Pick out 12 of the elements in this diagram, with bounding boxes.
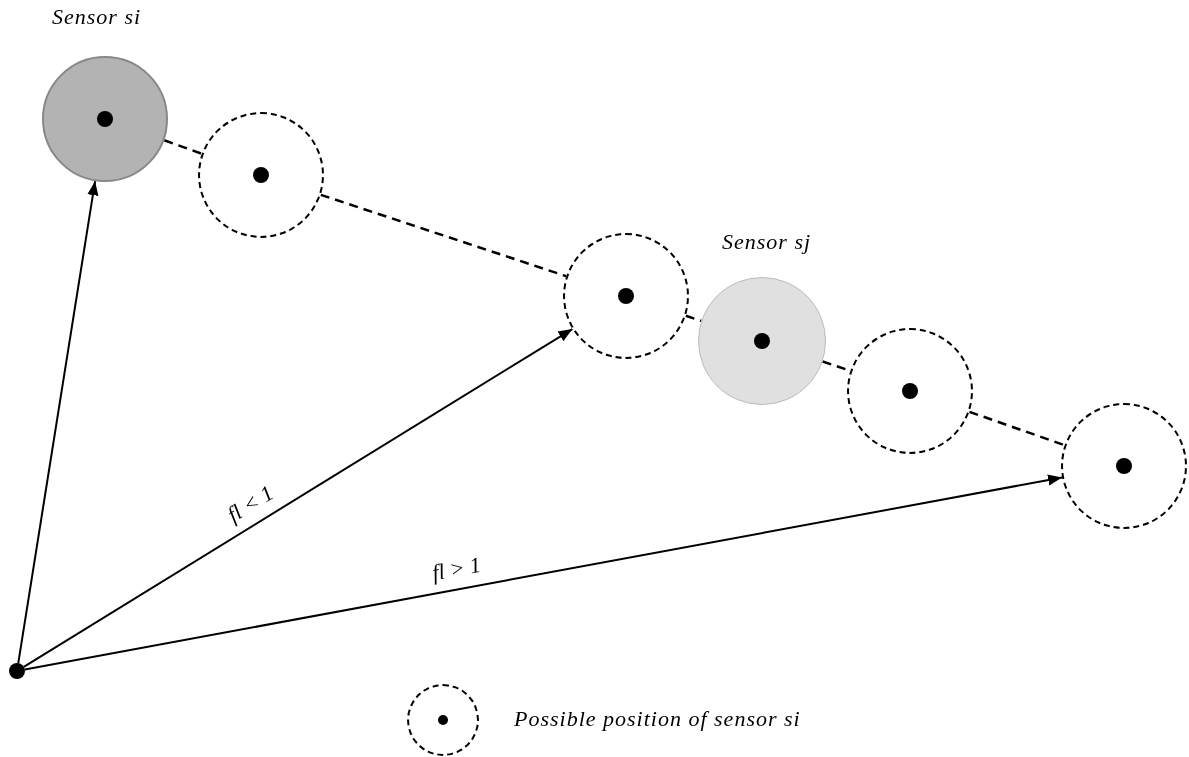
dashed-line: [685, 314, 702, 323]
dashed-line: [163, 139, 203, 155]
arrow: [23, 474, 1064, 671]
arrow: [17, 180, 99, 665]
arrow: [22, 328, 574, 668]
dashed-line: [320, 193, 567, 278]
edge-label: fl > 1: [429, 552, 483, 587]
sensor-label: Sensor si: [52, 4, 142, 30]
sensor-label: Sensor sj: [722, 229, 812, 255]
dashed-line: [969, 410, 1065, 447]
edge-label: fl < 1: [222, 480, 278, 528]
legend-text: Possible position of sensor si: [514, 706, 801, 732]
